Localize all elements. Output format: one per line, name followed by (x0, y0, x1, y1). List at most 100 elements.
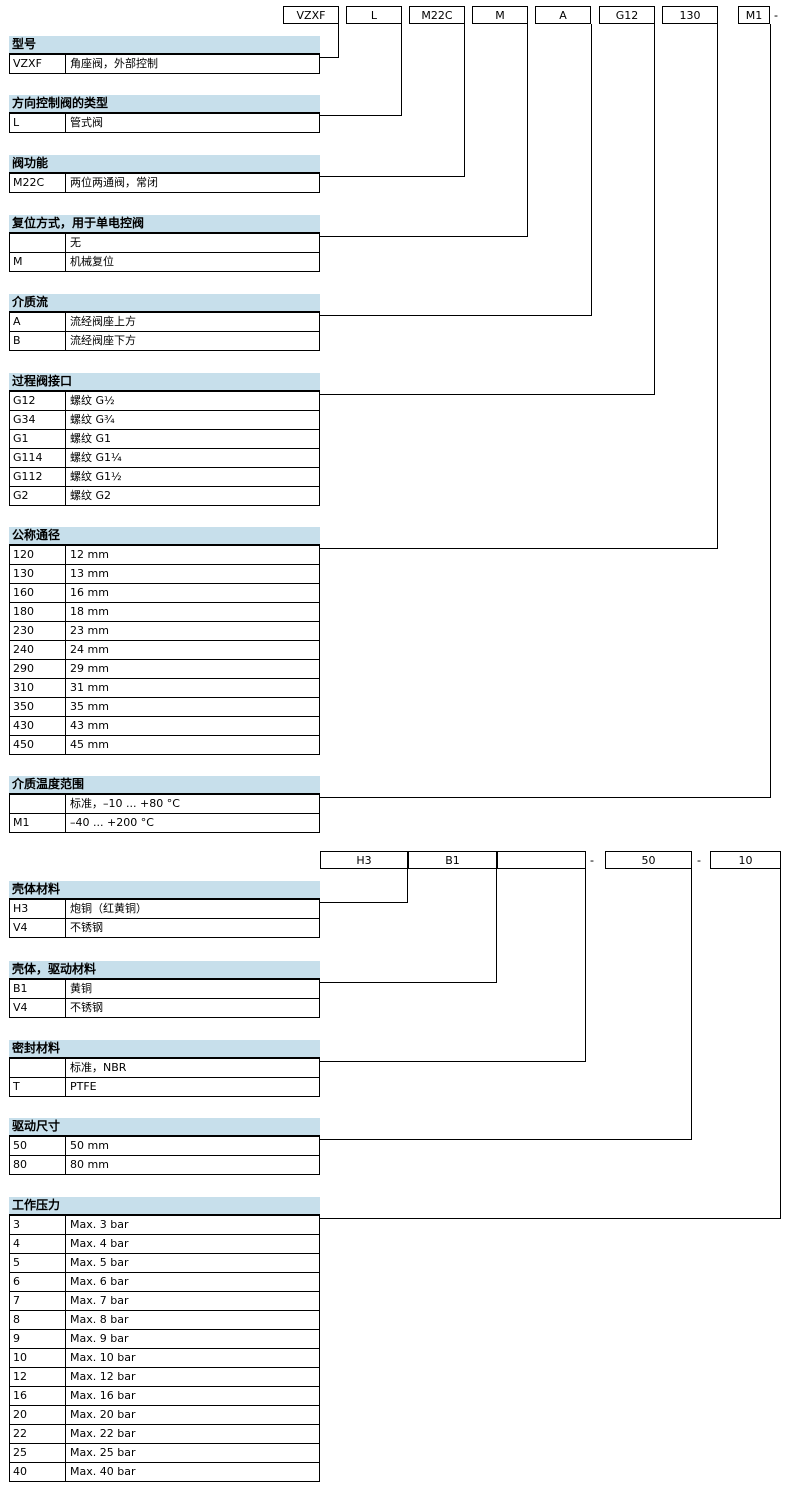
option-description: Max. 12 bar (70, 1370, 136, 1383)
option-code: 5 (10, 1254, 66, 1272)
section-title: 壳体，驱动材料 (9, 961, 320, 980)
option-description: 标准，NBR (70, 1061, 127, 1074)
table-row: M1 –40 ... +200 °C (9, 814, 320, 833)
option-code: G34 (10, 411, 66, 429)
connector-pressure (320, 869, 781, 1219)
section-title: 壳体材料 (9, 881, 320, 900)
option-code: 10 (10, 1349, 66, 1367)
option-description: 43 mm (70, 719, 109, 732)
option-code: 16 (10, 1387, 66, 1405)
option-description: 29 mm (70, 662, 109, 675)
option-code (10, 795, 66, 813)
option-description: 12 mm (70, 548, 109, 561)
code-box: B1 (408, 851, 497, 869)
option-code (10, 234, 66, 252)
option-code: 50 (10, 1137, 66, 1155)
option-description: 24 mm (70, 643, 109, 656)
connector-housing (320, 869, 408, 903)
connector-valve-type (320, 24, 402, 116)
section-title: 工作压力 (9, 1197, 320, 1216)
option-description: Max. 9 bar (70, 1332, 129, 1345)
table-row: B 流经阀座下方 (9, 332, 320, 351)
option-description: 流经阀座上方 (70, 315, 136, 328)
option-description: Max. 4 bar (70, 1237, 129, 1250)
option-code: M1 (10, 814, 66, 832)
option-description: 螺纹 G2 (70, 489, 112, 502)
option-description: Max. 10 bar (70, 1351, 136, 1364)
code-box: VZXF (283, 6, 339, 24)
option-code: V4 (10, 999, 66, 1017)
code-box: A (535, 6, 591, 24)
option-code: 450 (10, 736, 66, 754)
table-row: 12 Max. 12 bar (9, 1368, 320, 1387)
code-box: M1 (738, 6, 770, 24)
section-title: 阀功能 (9, 155, 320, 174)
option-code: L (10, 114, 66, 132)
option-description: 不锈钢 (70, 921, 103, 934)
option-description: Max. 25 bar (70, 1446, 136, 1459)
option-description: 45 mm (70, 738, 109, 751)
option-code: 22 (10, 1425, 66, 1443)
option-description: Max. 6 bar (70, 1275, 129, 1288)
option-code: T (10, 1078, 66, 1096)
table-row: 无 (9, 234, 320, 253)
code-box: G12 (599, 6, 655, 24)
option-description: Max. 8 bar (70, 1313, 129, 1326)
option-description: 螺纹 G1 (70, 432, 112, 445)
connector-port (320, 24, 655, 395)
table-row: 10 Max. 10 bar (9, 1349, 320, 1368)
option-description: 80 mm (70, 1158, 109, 1171)
section-title: 介质温度范围 (9, 776, 320, 795)
option-description: 螺纹 G½ (70, 394, 115, 407)
option-code: A (10, 313, 66, 331)
option-code: 310 (10, 679, 66, 697)
option-description: –40 ... +200 °C (70, 816, 154, 829)
code-dash: - (590, 853, 594, 867)
table-row: A 流经阀座上方 (9, 313, 320, 332)
option-code: M22C (10, 174, 66, 192)
option-code (10, 1059, 66, 1077)
option-description: 流经阀座下方 (70, 334, 136, 347)
option-code: B (10, 332, 66, 350)
option-code: 20 (10, 1406, 66, 1424)
option-code: 12 (10, 1368, 66, 1386)
option-code: G112 (10, 468, 66, 486)
connector-valve-function (320, 24, 465, 177)
connector-temperature (320, 24, 771, 798)
code-dash: - (774, 8, 778, 22)
option-description: 13 mm (70, 567, 109, 580)
option-description: 黄铜 (70, 982, 92, 995)
section-title: 公称通径 (9, 527, 320, 546)
